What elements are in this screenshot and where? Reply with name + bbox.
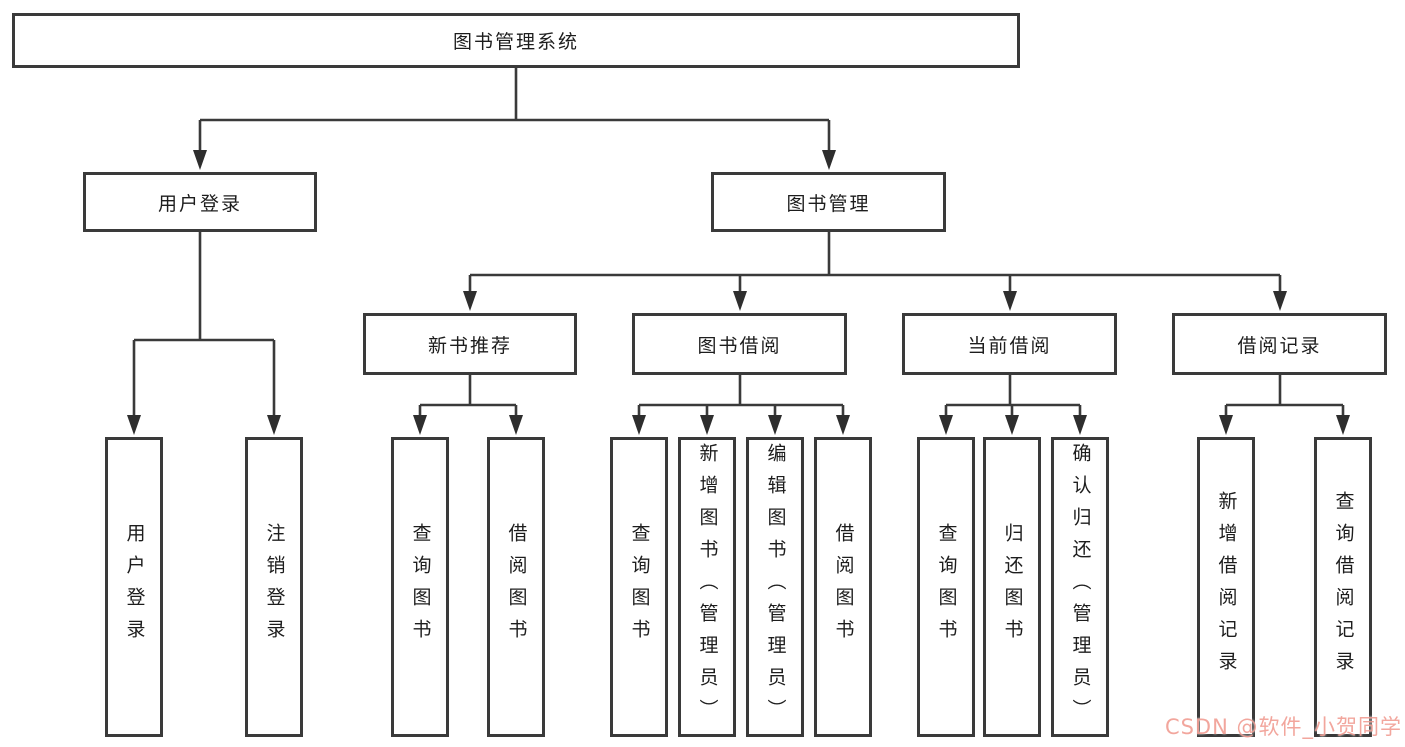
leaf-borrow-books-1-label: 借阅图书: [505, 523, 528, 651]
node-book-management: 图书管理: [711, 172, 946, 232]
leaf-query-borrow-record-label: 查询借阅记录: [1332, 491, 1355, 683]
leaf-confirm-return-admin-label: 确认归还（管理员）: [1069, 443, 1092, 731]
node-current-borrowing: 当前借阅: [902, 313, 1117, 375]
leaf-return-books: 归还图书: [983, 437, 1041, 737]
leaf-confirm-return-admin: 确认归还（管理员）: [1051, 437, 1109, 737]
node-borrowing-records-label: 借阅记录: [1237, 334, 1322, 357]
leaf-logout: 注销登录: [245, 437, 303, 737]
leaf-query-borrow-record: 查询借阅记录: [1314, 437, 1372, 737]
leaf-query-books-3: 查询图书: [917, 437, 975, 737]
node-borrowing-records: 借阅记录: [1172, 313, 1387, 375]
leaf-query-books-1: 查询图书: [391, 437, 449, 737]
node-new-book-recommend-label: 新书推荐: [427, 334, 512, 357]
leaf-borrow-books-1: 借阅图书: [487, 437, 545, 737]
leaf-add-borrow-record-label: 新增借阅记录: [1215, 491, 1238, 683]
leaf-edit-books-admin: 编辑图书（管理员）: [746, 437, 804, 737]
node-book-management-label: 图书管理: [786, 192, 871, 215]
leaf-query-books-1-label: 查询图书: [409, 523, 432, 651]
node-book-borrowing-label: 图书借阅: [697, 334, 782, 357]
leaf-return-books-label: 归还图书: [1001, 523, 1024, 651]
leaf-edit-books-admin-label: 编辑图书（管理员）: [764, 443, 787, 731]
leaf-query-books-3-label: 查询图书: [935, 523, 958, 651]
leaf-user-login-label: 用户登录: [123, 523, 146, 651]
node-root-system: 图书管理系统: [12, 13, 1020, 68]
leaf-borrow-books-2-label: 借阅图书: [832, 523, 855, 651]
node-user-login-label: 用户登录: [157, 192, 242, 215]
node-root-label: 图书管理系统: [452, 31, 579, 53]
leaf-add-borrow-record: 新增借阅记录: [1197, 437, 1255, 737]
node-user-login: 用户登录: [83, 172, 317, 232]
leaf-add-books-admin-label: 新增图书（管理员）: [696, 443, 719, 731]
leaf-user-login: 用户登录: [105, 437, 163, 737]
node-current-borrowing-label: 当前借阅: [967, 334, 1052, 357]
leaf-add-books-admin: 新增图书（管理员）: [678, 437, 736, 737]
leaf-borrow-books-2: 借阅图书: [814, 437, 872, 737]
leaf-query-books-2-label: 查询图书: [628, 523, 651, 651]
leaf-query-books-2: 查询图书: [610, 437, 668, 737]
leaf-logout-label: 注销登录: [263, 523, 286, 651]
node-new-book-recommend: 新书推荐: [363, 313, 577, 375]
node-book-borrowing: 图书借阅: [632, 313, 847, 375]
csdn-watermark: CSDN @软件_小贺同学: [1164, 715, 1402, 739]
